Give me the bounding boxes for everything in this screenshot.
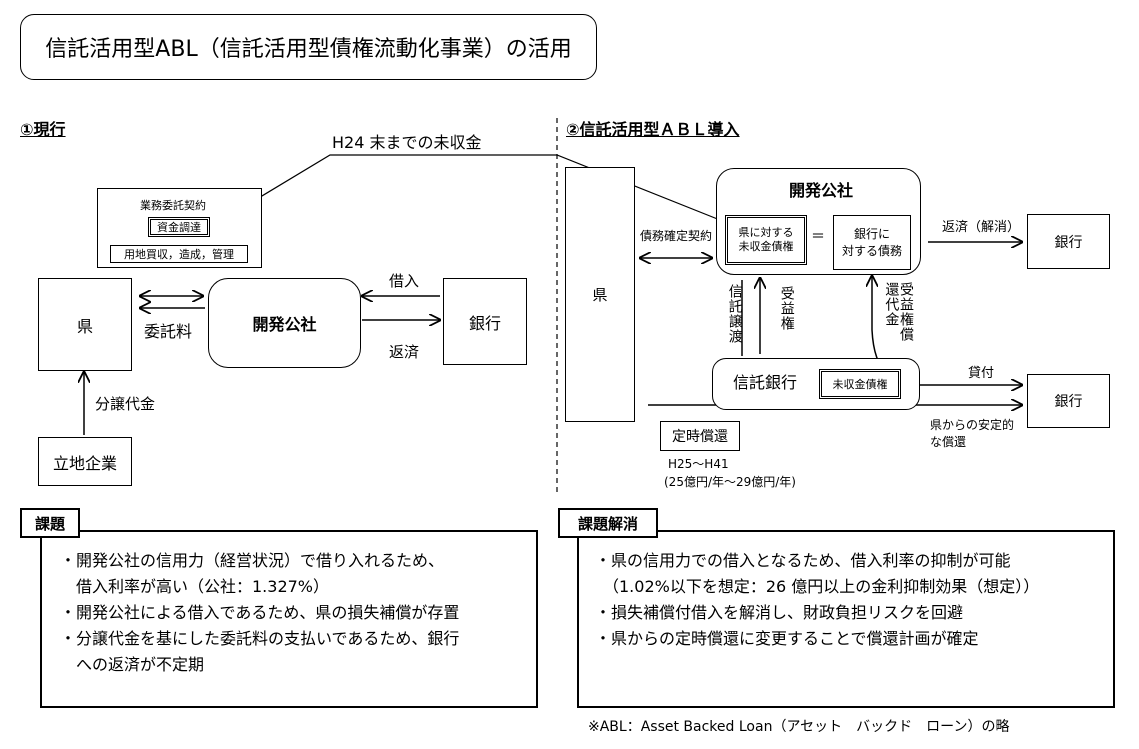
solution-item: （1.02%以下を想定：26 億円以上の金利抑制効果（想定）） <box>595 577 1040 596</box>
corporation-label-right: 開発公社 <box>789 181 854 200</box>
issues-label-box: 課題 <box>20 508 80 538</box>
corporation-node-right: 開発公社 県に対する 未収金債権 ＝ 銀行に 対する債務 <box>716 168 921 275</box>
issue-item: 借入利率が高い（公社：1.327%） <box>60 577 330 596</box>
debt-label: 銀行に 対する債務 <box>841 227 902 258</box>
title-box: 信託活用型ABL（信託活用型債権流動化事業）の活用 <box>20 14 597 80</box>
issues-label: 課題 <box>34 514 65 533</box>
beneficial-right-label: 受益権 <box>778 286 795 331</box>
issue-item: への返済が不定期 <box>60 655 205 674</box>
prefecture-node: 県 <box>38 278 132 371</box>
trust-bank-label: 信託銀行 <box>733 373 798 392</box>
land-box: 用地買収，造成，管理 <box>110 245 248 263</box>
debt-box: 銀行に 対する債務 <box>833 215 911 270</box>
scheduled-repay-box: 定時償還 <box>660 421 740 451</box>
funding-label: 資金調達 <box>157 221 201 234</box>
fee-label: 委託料 <box>144 322 193 341</box>
loan-label: 貸付 <box>968 366 995 381</box>
bank-label: 銀行 <box>468 313 501 333</box>
trust-bank-node: 信託銀行 未収金債権 <box>712 358 920 410</box>
solution-item: ・県からの定時償還に変更することで償還計画が確定 <box>595 629 979 648</box>
land-label: 用地買収，造成，管理 <box>124 248 234 261</box>
repay-label: 返済 <box>389 343 420 361</box>
solution-item: ・損失補償付借入を解消し、財政負担リスクを回避 <box>595 603 964 622</box>
prefecture-label: 県 <box>76 316 93 336</box>
bank-node-bottom: 銀行 <box>1027 374 1110 428</box>
bank-label-bottom: 銀行 <box>1054 394 1083 410</box>
prefecture-label-right: 県 <box>592 286 608 304</box>
bank-label-top: 銀行 <box>1054 234 1083 251</box>
solutions-label-box: 課題解消 <box>558 508 658 538</box>
h24-pointer-line <box>221 154 726 223</box>
contract-label: 業務委託契約 <box>140 199 206 212</box>
page-title: 信託活用型ABL（信託活用型債権流動化事業）の活用 <box>45 37 572 62</box>
bank-node: 銀行 <box>443 278 527 365</box>
receivable-label: 県に対する 未収金債権 <box>738 225 794 253</box>
solutions-list: ・県の信用力での借入となるため、借入利率の抑制が可能 （1.02%以下を想定：2… <box>595 548 1039 652</box>
amount-label: (25億円/年～29億円/年) <box>664 475 796 489</box>
trust-transfer-label: 信託譲渡 <box>726 284 743 344</box>
redemption-label: 受益権償還代金 <box>883 282 914 342</box>
period-label: H25～H41 <box>668 457 729 471</box>
solution-item: ・県の信用力での借入となるため、借入利率の抑制が可能 <box>595 551 1011 570</box>
issue-item: ・開発公社による借入であるため、県の損失補償が存置 <box>60 603 460 622</box>
section-current-label: ①現行 <box>20 120 66 139</box>
h24-label: H24 末までの未収金 <box>332 133 482 152</box>
company-node: 立地企業 <box>38 437 132 486</box>
equals-sign: ＝ <box>811 229 825 245</box>
borrow-label: 借入 <box>389 272 420 290</box>
sale-price-label: 分譲代金 <box>95 395 156 413</box>
footnote: ※ABL：Asset Backed Loan（アセット バックド ローン）の略 <box>588 719 1010 735</box>
receivable-small-label: 未収金債権 <box>832 378 888 391</box>
company-label: 立地企業 <box>52 453 117 473</box>
issues-box: ・開発公社の信用力（経営状況）で借り入れるため、 借入利率が高い（公社：1.32… <box>40 530 538 708</box>
scheduled-repay-label: 定時償還 <box>672 429 728 445</box>
receivable-box: 県に対する 未収金債権 <box>725 215 807 265</box>
stable-repay-label: 県からの安定的 な償還 <box>930 418 1015 449</box>
bank-node-top: 銀行 <box>1027 214 1110 269</box>
corporation-label: 開発公社 <box>252 315 317 334</box>
receivable-small-box: 未収金債権 <box>819 369 901 399</box>
debt-contract-label: 債務確定契約 <box>640 229 713 243</box>
issues-list: ・開発公社の信用力（経営状況）で借り入れるため、 借入利率が高い（公社：1.32… <box>60 548 459 678</box>
issue-item: ・開発公社の信用力（経営状況）で借り入れるため、 <box>60 551 445 570</box>
issue-item: ・分譲代金を基にした委託料の支払いであるため、銀行 <box>60 629 460 648</box>
funding-box: 資金調達 <box>148 217 210 237</box>
solutions-label: 課題解消 <box>577 514 638 533</box>
contract-box: 業務委託契約 資金調達 用地買収，造成，管理 <box>97 188 262 268</box>
repay-resolve-label: 返済（解消） <box>942 220 1021 235</box>
solutions-box: ・県の信用力での借入となるため、借入利率の抑制が可能 （1.02%以下を想定：2… <box>577 530 1115 708</box>
prefecture-node-right: 県 <box>565 167 635 422</box>
corporation-node: 開発公社 <box>208 278 361 368</box>
section-abl-label: ②信託活用型ＡＢＬ導入 <box>566 120 740 139</box>
